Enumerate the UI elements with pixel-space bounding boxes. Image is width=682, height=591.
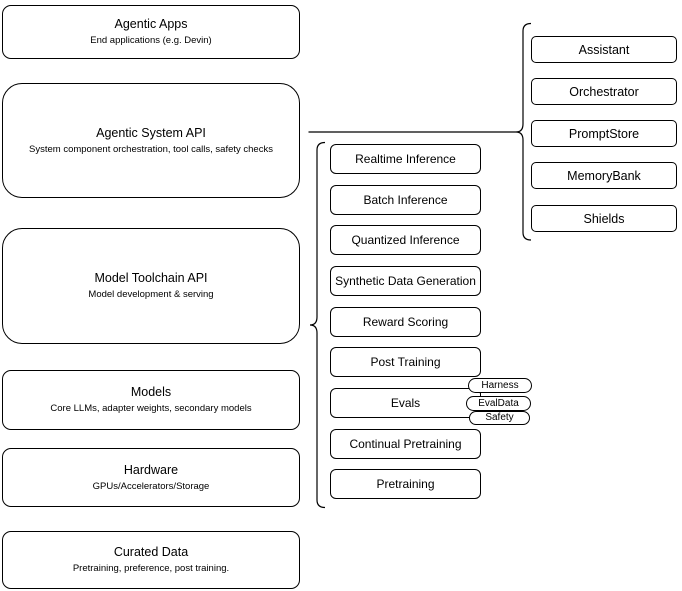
node-continual-pretraining: Continual Pretraining bbox=[330, 429, 481, 459]
tag-safety: Safety bbox=[469, 411, 530, 425]
node-title: Curated Data bbox=[113, 545, 189, 559]
node-label: Orchestrator bbox=[569, 84, 639, 99]
node-title: Models bbox=[130, 385, 172, 399]
node-label: Realtime Inference bbox=[355, 152, 456, 166]
node-label: Continual Pretraining bbox=[349, 437, 462, 451]
node-label: MemoryBank bbox=[567, 168, 641, 183]
node-batch-inference: Batch Inference bbox=[330, 185, 481, 215]
tag-label: Safety bbox=[485, 412, 514, 423]
node-models: Models Core LLMs, adapter weights, secon… bbox=[2, 370, 300, 430]
node-label: PromptStore bbox=[568, 126, 640, 141]
node-orchestrator: Orchestrator bbox=[531, 78, 677, 105]
node-subtitle: System component orchestration, tool cal… bbox=[29, 143, 273, 155]
node-agentic-system-api: Agentic System API System component orch… bbox=[2, 83, 300, 198]
tag-label: Harness bbox=[481, 379, 519, 391]
node-label: Post Training bbox=[370, 355, 441, 369]
node-promptstore: PromptStore bbox=[531, 120, 677, 147]
node-title: Hardware bbox=[123, 462, 179, 477]
tag-harness: Harness bbox=[468, 378, 532, 393]
tag-evaldata: EvalData bbox=[466, 396, 531, 411]
node-subtitle: Core LLMs, adapter weights, secondary mo… bbox=[50, 403, 252, 414]
node-model-toolchain-api: Model Toolchain API Model development & … bbox=[2, 228, 300, 344]
node-label: Synthetic Data Generation bbox=[335, 274, 476, 288]
node-shields: Shields bbox=[531, 205, 677, 232]
node-label: Evals bbox=[390, 396, 421, 410]
tag-label: EvalData bbox=[478, 397, 519, 409]
node-post-training: Post Training bbox=[330, 347, 481, 377]
node-subtitle: Model development & serving bbox=[88, 289, 214, 300]
node-title: Agentic Apps bbox=[114, 17, 188, 31]
node-label: Assistant bbox=[578, 42, 630, 57]
node-label: Reward Scoring bbox=[362, 315, 449, 329]
agentic-brace bbox=[515, 22, 532, 241]
toolchain-brace bbox=[309, 141, 326, 509]
node-synthetic-data-generation: Synthetic Data Generation bbox=[330, 266, 481, 296]
node-realtime-inference: Realtime Inference bbox=[330, 144, 481, 174]
node-memorybank: MemoryBank bbox=[531, 162, 677, 189]
node-label: Shields bbox=[583, 211, 625, 226]
node-curated-data: Curated Data Pretraining, preference, po… bbox=[2, 531, 300, 589]
node-pretraining: Pretraining bbox=[330, 469, 481, 499]
node-assistant: Assistant bbox=[531, 36, 677, 63]
node-label: Quantized Inference bbox=[351, 233, 460, 247]
node-agentic-apps: Agentic Apps End applications (e.g. Devi… bbox=[2, 5, 300, 59]
node-subtitle: Pretraining, preference, post training. bbox=[72, 563, 230, 574]
node-evals: Evals bbox=[330, 388, 481, 418]
node-subtitle: End applications (e.g. Devin) bbox=[90, 35, 212, 46]
node-subtitle: GPUs/Accelerators/Storage bbox=[92, 480, 210, 492]
node-quantized-inference: Quantized Inference bbox=[330, 225, 481, 255]
node-hardware: Hardware GPUs/Accelerators/Storage bbox=[2, 448, 300, 507]
node-label: Batch Inference bbox=[363, 193, 448, 207]
node-reward-scoring: Reward Scoring bbox=[330, 307, 481, 337]
node-label: Pretraining bbox=[376, 477, 435, 491]
node-title: Agentic System API bbox=[96, 125, 206, 140]
node-title: Model Toolchain API bbox=[94, 271, 208, 285]
